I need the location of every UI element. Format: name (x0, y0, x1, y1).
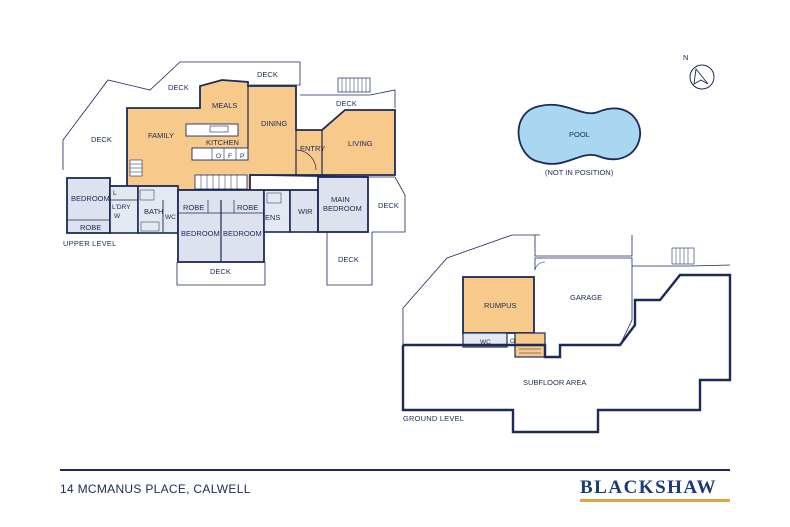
label-kitchen-p: P (240, 153, 244, 160)
label-deck-nw: DECK (91, 135, 112, 144)
label-main-bedroom-line2: BEDROOM (323, 204, 362, 213)
label-kitchen-o: O (216, 153, 221, 160)
internal-stair (194, 174, 248, 190)
label-bedroom-mid-left: BEDROOM (181, 229, 220, 238)
label-ground-wc: WC (480, 339, 491, 346)
label-deck-south-right: DECK (338, 255, 359, 264)
main-bedroom (317, 176, 369, 233)
label-deck-top-left: DECK (168, 83, 189, 92)
brand-logo: BLACKSHAW (580, 477, 718, 498)
label-main-bedroom-line1: MAIN (331, 195, 350, 204)
label-robe-mid-left: ROBE (183, 203, 204, 212)
deck-outline-south-left (176, 262, 266, 286)
label-deck-east: DECK (378, 201, 399, 210)
deck-outline-northeast (300, 89, 396, 108)
label-ldry: L'DRY (112, 204, 131, 211)
label-ens: ENS (265, 213, 280, 222)
wir (289, 189, 319, 233)
label-deck-right: DECK (336, 99, 357, 108)
ground-wc (462, 332, 508, 348)
deck-outline-north (62, 61, 301, 170)
label-bedroom-west: BEDROOM (71, 194, 110, 203)
label-pool-note: (NOT IN POSITION) (545, 168, 614, 177)
stair-ground-right (671, 247, 695, 265)
deck-outline-east (368, 176, 406, 233)
ground-outline-thin (402, 234, 540, 345)
label-kitchen: KITCHEN (206, 138, 239, 147)
upper-labels: DECK DECK DECK DECK DECK DECK DECK FAMIL… (63, 70, 399, 276)
rumpus (462, 276, 535, 334)
label-subfloor: SUBFLOOR AREA (523, 378, 586, 387)
label-ground-o: O (510, 338, 515, 345)
living-zone (126, 79, 396, 191)
label-entry: ENTRY (300, 144, 325, 153)
label-rumpus: RUMPUS (484, 301, 517, 310)
brand-underline (580, 499, 730, 502)
label-w: W (114, 213, 121, 220)
label-deck-top-right: DECK (257, 70, 278, 79)
label-wc: WC (165, 214, 176, 221)
label-ground-level: GROUND LEVEL (403, 414, 464, 423)
footer-rule (60, 469, 730, 471)
subfloor-outline (401, 273, 732, 434)
label-wir: WIR (298, 207, 313, 216)
label-dining: DINING (261, 119, 287, 128)
label-meals: MEALS (212, 101, 237, 110)
property-address: 14 MCMANUS PLACE, CALWELL (60, 482, 251, 496)
kitchen-bench (185, 123, 239, 137)
label-garage: GARAGE (570, 293, 602, 302)
label-bath: BATH (144, 207, 163, 216)
pool-labels: POOL (NOT IN POSITION) N (545, 53, 688, 177)
bedroom-west (66, 177, 111, 234)
north-arrow-circle (689, 64, 715, 90)
label-robe-mid-right: ROBE (237, 203, 258, 212)
label-l-top: L (113, 190, 117, 197)
label-upper-level: UPPER LEVEL (63, 239, 116, 248)
kitchen-island (191, 147, 249, 161)
label-robe-west: ROBE (80, 223, 101, 232)
label-pool: POOL (569, 130, 590, 139)
label-kitchen-f: F (228, 153, 232, 160)
label-deck-south-left: DECK (210, 267, 231, 276)
ensuite (263, 189, 291, 233)
label-family: FAMILY (148, 131, 174, 140)
label-bedroom-mid-right: BEDROOM (223, 229, 262, 238)
pool (517, 103, 641, 165)
label-living: LIVING (348, 139, 373, 148)
ground-labels: RUMPUS GARAGE WC O SUBFLOOR AREA GROUND … (403, 293, 602, 423)
label-north: N (683, 53, 688, 62)
north-arrow-icon (693, 67, 709, 85)
deck-outline-south-right (326, 232, 373, 286)
